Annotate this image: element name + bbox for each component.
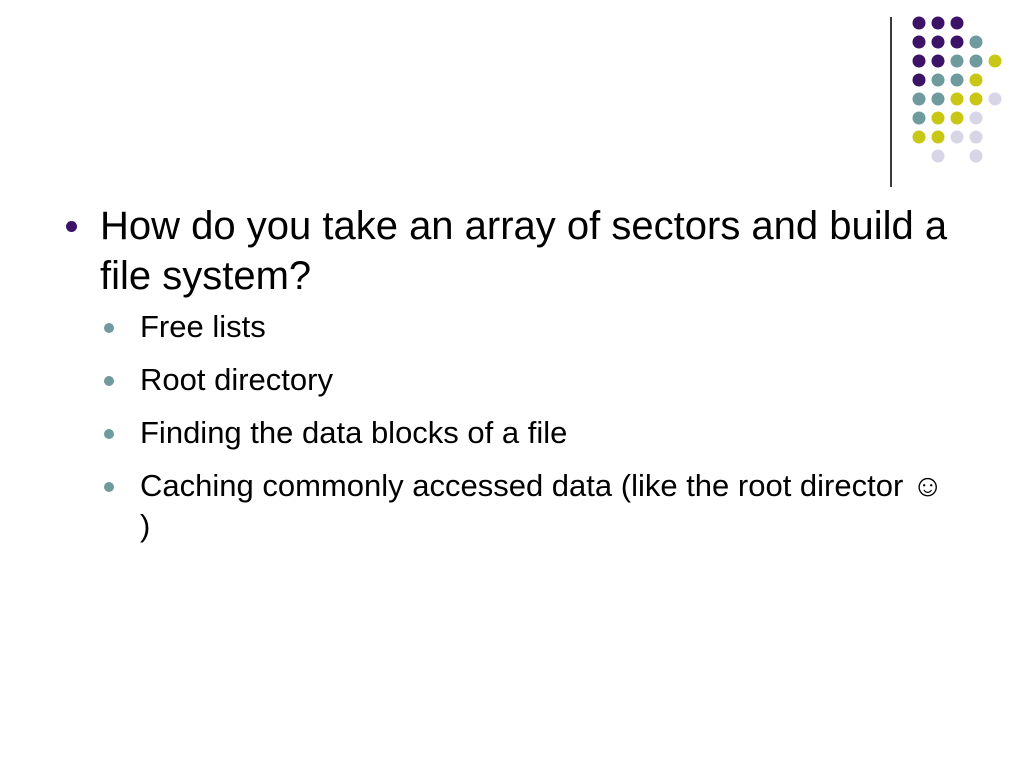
decor-dot bbox=[969, 54, 983, 68]
decor-dot bbox=[969, 130, 983, 144]
decor-dot bbox=[931, 130, 945, 144]
decor-dot bbox=[988, 92, 1002, 106]
decor-dot bbox=[950, 111, 964, 125]
decor-dot bbox=[931, 16, 945, 30]
dot-grid-decoration bbox=[912, 16, 1002, 163]
main-bullet: How do you take an array of sectors and … bbox=[62, 201, 962, 301]
sub-bullet-text: Root directory bbox=[140, 362, 333, 397]
decor-dot bbox=[950, 35, 964, 49]
sub-bullet-text: Caching commonly accessed data (like the… bbox=[140, 468, 944, 543]
decor-dot bbox=[969, 73, 983, 87]
decor-dot bbox=[912, 54, 926, 68]
decor-dot bbox=[950, 54, 964, 68]
decor-dot bbox=[912, 130, 926, 144]
decor-dot bbox=[931, 111, 945, 125]
decor-dot bbox=[912, 111, 926, 125]
decor-dot bbox=[931, 73, 945, 87]
main-bullet-marker bbox=[66, 221, 77, 232]
decor-dot bbox=[931, 54, 945, 68]
sub-bullet: Caching commonly accessed data (like the… bbox=[62, 466, 962, 546]
decor-dot bbox=[950, 92, 964, 106]
decor-dot bbox=[912, 16, 926, 30]
sub-bullet-marker bbox=[104, 323, 114, 333]
decor-dot bbox=[969, 35, 983, 49]
sub-bullet-marker bbox=[104, 376, 114, 386]
sub-bullet-marker bbox=[104, 482, 114, 492]
decor-dot bbox=[969, 111, 983, 125]
decor-dot bbox=[969, 92, 983, 106]
main-bullet-text: How do you take an array of sectors and … bbox=[100, 204, 948, 298]
decor-dot bbox=[950, 16, 964, 30]
slide-content: How do you take an array of sectors and … bbox=[62, 201, 962, 559]
decor-dot bbox=[912, 73, 926, 87]
decor-dot bbox=[950, 73, 964, 87]
sub-bullet-text: Free lists bbox=[140, 309, 266, 344]
decor-dot bbox=[950, 130, 964, 144]
decor-dot bbox=[931, 92, 945, 106]
decor-dot bbox=[931, 149, 945, 163]
decor-dot bbox=[969, 149, 983, 163]
sub-bullet-text: Finding the data blocks of a file bbox=[140, 415, 568, 450]
sub-bullet: Finding the data blocks of a file bbox=[62, 413, 962, 453]
sub-bullet-list: Free lists Root directory Finding the da… bbox=[62, 307, 962, 546]
decor-dot bbox=[931, 35, 945, 49]
sub-bullet: Free lists bbox=[62, 307, 962, 347]
sub-bullet-marker bbox=[104, 429, 114, 439]
decor-dot bbox=[912, 92, 926, 106]
divider-line bbox=[890, 17, 892, 187]
sub-bullet: Root directory bbox=[62, 360, 962, 400]
decor-dot bbox=[912, 35, 926, 49]
decor-dot bbox=[988, 54, 1002, 68]
